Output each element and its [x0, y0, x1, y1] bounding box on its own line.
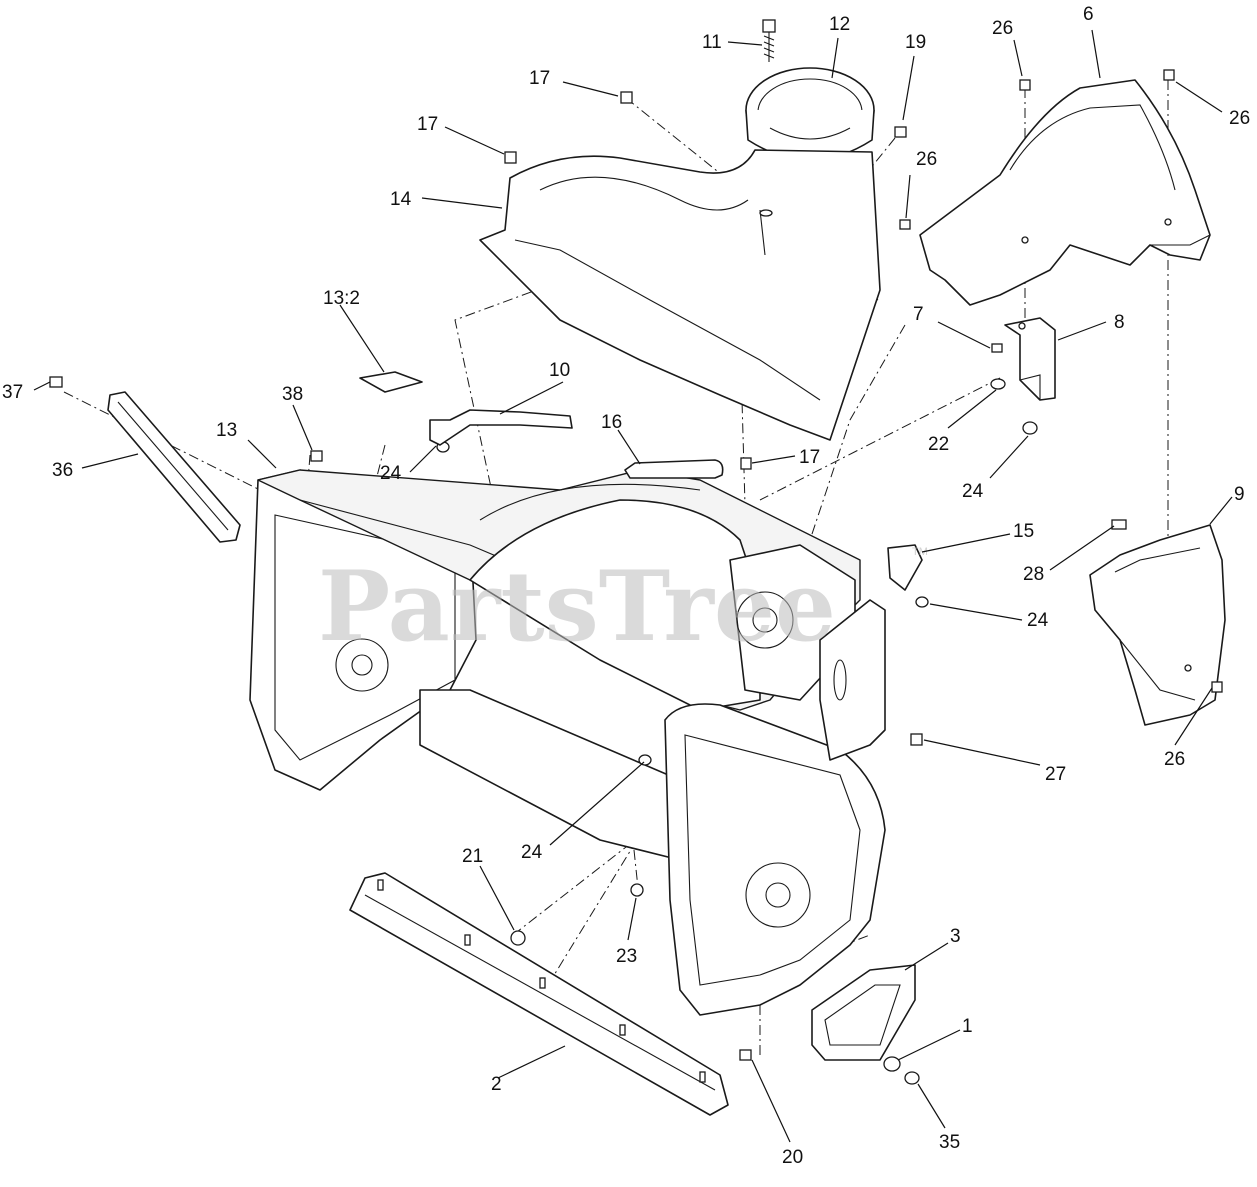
callout-28: 28 — [1023, 564, 1044, 585]
callout-26: 26 — [1164, 749, 1185, 770]
part-17-19-bolts — [504, 91, 907, 470]
callout-38: 38 — [282, 384, 303, 405]
part-21-bolt — [510, 930, 526, 946]
callout-3: 3 — [950, 926, 961, 947]
callout-2: 2 — [491, 1074, 502, 1095]
callout-26: 26 — [1229, 108, 1250, 129]
part-11-screw — [762, 19, 776, 62]
part-28-plate — [1111, 519, 1127, 530]
part-27-bolt — [910, 733, 923, 746]
part-10-bracket — [429, 409, 573, 446]
part-35-nut — [904, 1071, 920, 1085]
callout-26: 26 — [992, 18, 1013, 39]
part-37-screw — [49, 376, 63, 388]
part-24-nuts — [436, 441, 929, 766]
callout-14: 14 — [390, 189, 412, 210]
callout-19: 19 — [905, 32, 926, 53]
part-15-bracket — [887, 544, 923, 591]
part-7-nut — [991, 343, 1003, 353]
part-13-auger-housing — [249, 469, 886, 1016]
callout-8: 8 — [1114, 312, 1125, 333]
callout-17: 17 — [417, 114, 438, 135]
callout-13-2: 13:2 — [323, 288, 360, 309]
part-9-lower-cover — [1089, 524, 1226, 726]
callout-24: 24 — [380, 463, 402, 484]
callout-9: 9 — [1234, 484, 1245, 505]
part-26-bolts — [899, 69, 1223, 693]
callout-6: 6 — [1083, 4, 1094, 25]
svg-text:TM: TM — [912, 546, 928, 558]
part-20-bolt — [739, 1049, 752, 1061]
callout-7: 7 — [913, 304, 924, 325]
part-12-chute-ring — [745, 67, 875, 161]
callout-15: 15 — [1013, 521, 1034, 542]
callout-10: 10 — [549, 360, 570, 381]
callout-16: 16 — [601, 412, 622, 433]
part-3-skid-shoe — [811, 964, 916, 1061]
callout-12: 12 — [829, 14, 850, 35]
callout-36: 36 — [52, 460, 73, 481]
callout-17: 17 — [529, 68, 550, 89]
part-8-bracket — [1004, 317, 1056, 401]
callout-27: 27 — [1045, 764, 1066, 785]
callout-17: 17 — [799, 447, 820, 468]
callout-26: 26 — [916, 149, 937, 170]
callout-11: 11 — [702, 32, 722, 53]
callout-20: 20 — [782, 1147, 803, 1168]
callout-13: 13 — [216, 420, 237, 441]
part-24-nut — [1022, 421, 1038, 435]
part-6-upper-cover — [919, 79, 1211, 306]
part-1-washer — [883, 1056, 901, 1072]
watermark: PartsTree TM — [318, 546, 928, 663]
callout-37: 37 — [2, 382, 23, 403]
part-2-scraper-bar — [349, 872, 729, 1116]
callout-labels: 11 12 19 26 6 26 17 17 26 14 7 8 13:2 10… — [2, 4, 1250, 1168]
part-23-nut — [630, 883, 644, 897]
callout-24: 24 — [521, 842, 543, 863]
part-22-washer — [990, 378, 1006, 390]
callout-23: 23 — [616, 946, 637, 967]
part-13-2-shim — [359, 371, 423, 393]
part-38-nut — [310, 450, 323, 462]
svg-text:PartsTree: PartsTree — [318, 550, 836, 663]
callout-22: 22 — [928, 434, 949, 455]
callout-24: 24 — [1027, 610, 1049, 631]
part-16-handle — [624, 459, 724, 479]
callout-35: 35 — [939, 1132, 960, 1153]
leader-lines — [33, 29, 1233, 1143]
part-14-chute-housing — [479, 149, 881, 441]
callout-1: 1 — [962, 1016, 973, 1037]
callout-24: 24 — [962, 481, 984, 502]
callout-21: 21 — [462, 846, 483, 867]
